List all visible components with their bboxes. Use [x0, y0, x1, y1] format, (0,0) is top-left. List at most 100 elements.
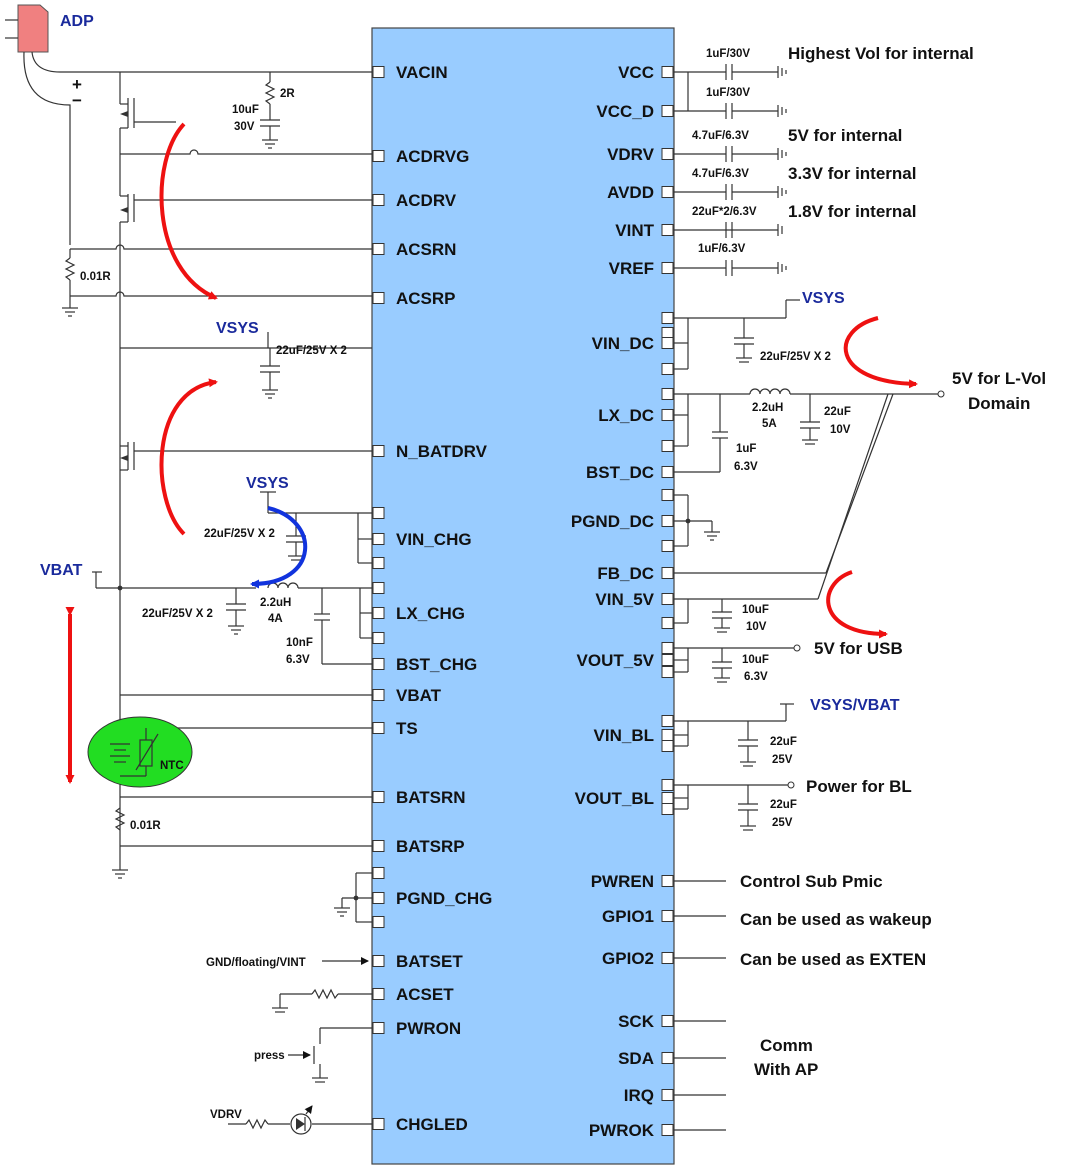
pin-label: VIN_5V	[595, 590, 654, 609]
c-vinchg-22uf-label: 22uF/25V X 2	[204, 528, 275, 540]
pin-avdd: AVDD	[607, 183, 674, 202]
pin-label: GPIO2	[602, 949, 654, 968]
vsys-vbat-label: VSYS/VBAT	[810, 697, 900, 714]
note-lvol-line1: 5V for L-Vol	[952, 369, 1046, 388]
pin-pad	[661, 466, 674, 478]
pin-pad	[661, 388, 674, 400]
c-vinbl-label: 22uF	[770, 736, 797, 748]
pin-vin-chg: VIN_CHG	[372, 530, 472, 549]
pin-irq: IRQ	[624, 1086, 674, 1105]
pin-batsrp: BATSRP	[372, 837, 465, 856]
pin-pad	[661, 1052, 674, 1064]
pin-pad	[372, 840, 385, 852]
c-vint-label: 22uF*2/6.3V	[692, 206, 757, 218]
press-label: press	[254, 1050, 285, 1062]
note-usb: 5V for USB	[814, 639, 903, 658]
pin-bst-chg: BST_CHG	[372, 655, 477, 674]
pin-label: IRQ	[624, 1086, 654, 1105]
pin-pad	[661, 803, 674, 815]
c-bst-chg-voltage-label: 6.3V	[286, 654, 310, 666]
battery-ntc-symbol	[110, 728, 159, 777]
control-pin-network	[228, 872, 372, 1135]
pin-vcc: VCC	[618, 63, 674, 82]
c-vcc-d-label: 1uF/30V	[706, 87, 750, 99]
pin-vdrv: VDRV	[607, 145, 674, 164]
pin-label: BST_DC	[586, 463, 654, 482]
pin-vacin: VACIN	[372, 63, 448, 82]
note-vcc: Highest Vol for internal	[788, 44, 974, 63]
pin-pgnd-chg-3	[372, 916, 385, 928]
pin-pad	[372, 507, 385, 519]
pin-pad	[661, 779, 674, 791]
pin-lx-dc: LX_DC	[598, 406, 674, 425]
pin-label: VDRV	[607, 145, 655, 164]
pin-vout-5v-1	[661, 642, 674, 654]
pin-label: ACSRP	[396, 289, 456, 308]
note-bl: Power for BL	[806, 777, 912, 796]
pin-pad	[372, 1118, 385, 1130]
pin-pad	[372, 607, 385, 619]
pin-pad	[372, 150, 385, 162]
c-bst-chg-label: 10nF	[286, 637, 313, 649]
internal-supply-caps	[674, 64, 787, 276]
pin-label: ACSRN	[396, 240, 456, 259]
pin-label: N_BATDRV	[396, 442, 488, 461]
pin-pad	[661, 337, 674, 349]
pin-label: VOUT_5V	[577, 651, 655, 670]
digital-io-wiring	[674, 880, 726, 1131]
pin-lx-chg: LX_CHG	[372, 604, 465, 623]
charger-power-stage	[92, 491, 372, 847]
pin-pad	[372, 632, 385, 644]
pin-pgnd-chg-1	[372, 867, 385, 879]
pin-label: VIN_DC	[592, 334, 654, 353]
red-flow-arrow-lvol	[843, 316, 918, 389]
pin-ts: TS	[372, 719, 418, 738]
pin-pad	[372, 791, 385, 803]
pin-acdrv: ACDRV	[372, 191, 457, 210]
pin-vbat: VBAT	[372, 686, 442, 705]
pin-pad	[661, 593, 674, 605]
pin-gpio2: GPIO2	[602, 949, 674, 968]
pin-pad	[372, 1022, 385, 1034]
pin-pad	[661, 792, 674, 804]
c-vin5v-label: 10uF	[742, 604, 769, 616]
pin-pad	[661, 363, 674, 375]
c-vsys-22uf-label: 22uF/25V X 2	[276, 345, 347, 357]
pin-pgnd-chg: PGND_CHG	[372, 889, 492, 908]
adapter-label: ADP	[60, 13, 94, 30]
pin-pad	[372, 867, 385, 879]
pin-label: PWROK	[589, 1121, 655, 1140]
pin-vout-bl-1	[661, 779, 674, 791]
pin-pad	[372, 955, 385, 967]
pin-acsrp: ACSRP	[372, 289, 456, 308]
pin-pgnd-dc-1	[661, 489, 674, 501]
pin-label: BATSRN	[396, 788, 466, 807]
pin-pad	[661, 440, 674, 452]
pin-pad	[661, 875, 674, 887]
c-vcc-label: 1uF/30V	[706, 48, 750, 60]
pin-label: VIN_BL	[594, 726, 654, 745]
pin-pad	[661, 224, 674, 236]
note-lvol-line2: Domain	[968, 394, 1030, 413]
r-001-ac-label: 0.01R	[80, 271, 111, 283]
pin-vout-bl-3	[661, 803, 674, 815]
pin-sck: SCK	[618, 1012, 674, 1031]
pin-label: VACIN	[396, 63, 448, 82]
ntc-label: NTC	[160, 760, 184, 772]
note-vint: 1.8V for internal	[788, 202, 916, 221]
c-bst-dc-voltage-label: 6.3V	[734, 461, 758, 473]
c-bst-dc-label: 1uF	[736, 443, 756, 455]
pin-label: CHGLED	[396, 1115, 468, 1134]
pin-pad	[661, 740, 674, 752]
c-vin-dc-label: 22uF/25V X 2	[760, 351, 831, 363]
pin-gpio1: GPIO1	[602, 907, 674, 926]
pin-pad	[372, 892, 385, 904]
vdrv-led-label: VDRV	[210, 1109, 242, 1121]
pin-acset: ACSET	[372, 985, 454, 1004]
pin-pad	[661, 148, 674, 160]
pin-chgled: CHGLED	[372, 1115, 468, 1134]
pin-vin-5v: VIN_5V	[595, 590, 674, 609]
pin-label: VIN_CHG	[396, 530, 472, 549]
pin-sda: SDA	[618, 1049, 674, 1068]
pin-pad	[661, 262, 674, 274]
